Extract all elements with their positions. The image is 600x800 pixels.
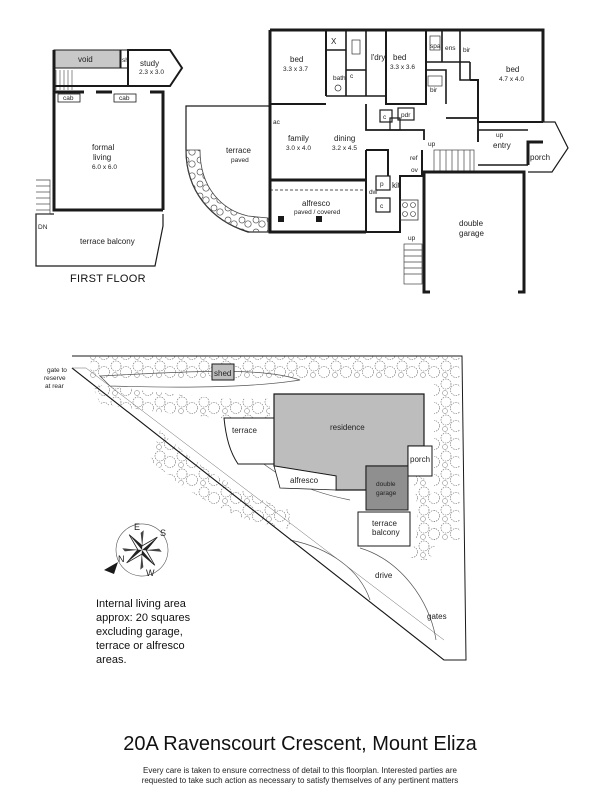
bed2-label: bed — [393, 53, 406, 62]
disclaimer: Every care is taken to ensure correctnes… — [120, 766, 480, 786]
compass-rose-icon — [115, 523, 169, 577]
ground-stairs — [433, 149, 475, 173]
at-rear-label: at rear — [45, 383, 65, 390]
bed2-dim: 3.3 x 3.6 — [390, 64, 415, 71]
area-note-line: Internal living area — [96, 598, 186, 610]
ground-floor-plan: bed 3.3 x 3.7 X bath c l'dry bed 3.3 x 3… — [185, 28, 569, 294]
up-label-1: up — [428, 141, 436, 148]
c-label-3: c — [380, 203, 384, 210]
c-label-1: c — [350, 73, 354, 80]
bed3-label: bed — [506, 65, 519, 74]
dw-label: dw — [369, 189, 378, 196]
area-note-line: terrace or alfresco — [96, 640, 185, 652]
compass-w: W — [146, 568, 155, 578]
ground-floor-walls — [268, 28, 545, 234]
bed3-dim: 4.7 x 4.0 — [499, 76, 524, 83]
site-balcony-label-2: balcony — [372, 528, 400, 537]
area-note: Internal living area approx: 20 squares … — [96, 597, 236, 667]
ref-label: ref — [410, 155, 418, 162]
study-dim: 2.3 x 3.0 — [139, 69, 164, 76]
formal-label: formal — [92, 143, 114, 152]
site-balcony-label-1: terrace — [372, 519, 397, 528]
terrace-label: terrace — [226, 146, 251, 155]
site-garage-label-2: garage — [376, 490, 397, 497]
first-floor-walls — [52, 50, 165, 212]
property-address: 20A Ravenscourt Crescent, Mount Eliza — [123, 733, 477, 755]
void-label: void — [78, 55, 93, 64]
cab-label-2: cab — [119, 95, 130, 102]
reserve-label: reserve — [44, 375, 66, 382]
site-garage-label-1: double — [376, 481, 396, 488]
alfresco-area — [269, 189, 367, 233]
site-porch — [407, 445, 433, 477]
dining-label: dining — [334, 134, 355, 143]
area-note-line: approx: 20 squares — [96, 612, 191, 624]
site-terrace — [223, 417, 275, 465]
ac-label: ac — [273, 119, 281, 126]
garage-stairs — [403, 243, 423, 285]
sh-label: sh — [122, 57, 129, 64]
site-double-garage — [365, 465, 409, 511]
bed1-label: bed — [290, 55, 303, 64]
area-note-line: excluding garage, — [96, 626, 183, 638]
porch-label: porch — [530, 153, 550, 162]
dining-dim: 3.2 x 4.5 — [332, 145, 357, 152]
x-label: X — [331, 37, 337, 46]
disclaimer-line: requested to take such action as necessa… — [141, 776, 459, 785]
bir-label-1: bir — [463, 47, 471, 54]
compass-e: E — [134, 522, 140, 532]
shed-label: shed — [214, 369, 231, 378]
site-alfresco-label: alfresco — [290, 476, 319, 485]
bath-label: bath — [333, 75, 346, 82]
residence-label: residence — [330, 423, 365, 432]
pdr-label: pdr — [401, 112, 411, 119]
shed — [211, 363, 235, 381]
area-note-line: areas. — [96, 654, 127, 666]
kit-label: kit — [392, 181, 401, 190]
dn-stairs — [36, 179, 51, 215]
bed1-dim: 3.3 x 3.7 — [283, 66, 308, 73]
compass-s: S — [160, 528, 166, 538]
study-room — [127, 49, 184, 87]
terrace-paved-label: paved — [231, 157, 249, 164]
study-label: study — [140, 59, 159, 68]
disclaimer-line: Every care is taken to ensure correctnes… — [143, 766, 457, 775]
cab-label-1: cab — [63, 95, 74, 102]
ldry-label: l'dry — [371, 53, 385, 62]
site-terrace-balcony — [357, 511, 411, 547]
dn-label: DN — [38, 224, 48, 231]
gate-to-label: gate to — [47, 367, 67, 374]
p-label: p — [380, 181, 384, 188]
up-label-2: up — [496, 132, 504, 139]
ov-label: ov — [411, 167, 419, 174]
family-dim: 3.0 x 4.0 — [286, 145, 311, 152]
site-porch-label: porch — [410, 455, 430, 464]
family-label: family — [288, 134, 309, 143]
porch — [528, 121, 569, 173]
site-terrace-label: terrace — [232, 426, 257, 435]
gates-label: gates — [427, 612, 447, 621]
site-plan: gate to reserve at rear shed terrace res… — [44, 355, 467, 661]
c-label-2: c — [383, 114, 387, 121]
spa-label: spa — [430, 43, 441, 50]
living-label: living — [93, 153, 111, 162]
bir-label-2: bir — [430, 87, 438, 94]
entry-label: entry — [493, 141, 511, 150]
garage-label-2: garage — [459, 229, 484, 238]
first-floor-plan: void sh study 2.3 x 3.0 cab cab formal l… — [35, 49, 184, 267]
drive-label: drive — [375, 571, 393, 580]
up-label-3: up — [408, 235, 416, 242]
terrace-balcony-label: terrace balcony — [80, 237, 135, 246]
formal-dim: 6.0 x 6.0 — [92, 164, 117, 171]
alfresco-sub-label: paved / covered — [294, 209, 341, 216]
first-floor-title: FIRST FLOOR — [70, 273, 146, 285]
north-arrow-icon — [104, 562, 118, 574]
garage-label-1: double — [459, 219, 484, 228]
ens-label: ens — [445, 45, 456, 52]
compass-n: N — [118, 554, 125, 564]
alfresco-label: alfresco — [302, 199, 331, 208]
